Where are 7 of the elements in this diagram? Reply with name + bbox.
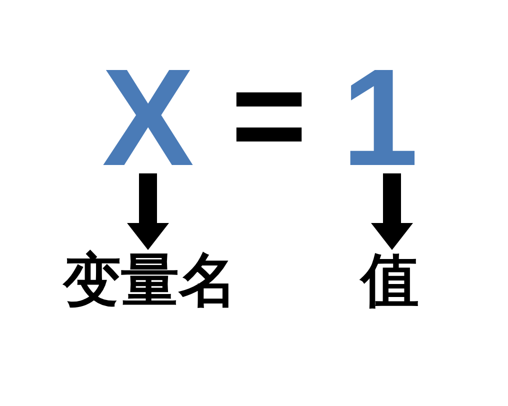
term-label: 值	[361, 250, 419, 311]
number-value: 1	[342, 63, 418, 174]
down-arrow	[371, 173, 413, 250]
equals-sign: =	[231, 63, 307, 167]
variable-letter: X	[102, 63, 194, 174]
down-arrow	[127, 173, 169, 250]
term-label: 变量名	[63, 250, 237, 311]
